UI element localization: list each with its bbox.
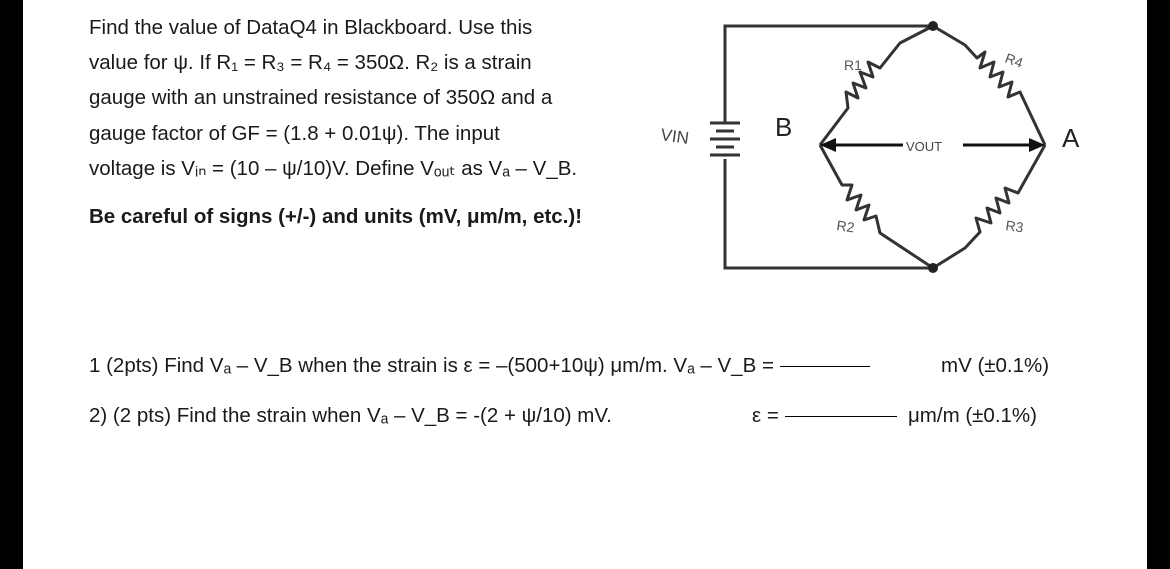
- question-2-text: 2) (2 pts) Find the strain when Vₐ – V_B…: [89, 404, 612, 427]
- problem-line-1: Find the value of DataQ4 in Blackboard. …: [89, 16, 533, 39]
- answer-1-blank[interactable]: [779, 366, 870, 368]
- question-2-unit: μm/m (±0.1%): [908, 404, 1037, 427]
- vin-label: VIN: [659, 125, 690, 148]
- answer-2-blank[interactable]: [784, 416, 897, 418]
- epsilon-label: ε =: [752, 404, 785, 427]
- node-a-label: A: [1062, 123, 1080, 153]
- problem-line-3: gauge with an unstrained resistance of 3…: [89, 86, 553, 110]
- resistor-r4: [932, 24, 1047, 146]
- circuit-wires: [723, 24, 933, 270]
- battery-symbol: [710, 121, 740, 157]
- r1-label: R1: [844, 57, 862, 73]
- resistor-r3: [932, 144, 1047, 270]
- arrow-head-right: [1029, 138, 1045, 152]
- problem-line-5: voltage is Vᵢₙ = (10 – ψ/10)V. Define Vₒ…: [89, 156, 578, 180]
- junction-top: [928, 21, 938, 31]
- question-1-text: 1 (2pts) Find Vₐ – V_B when the strain i…: [89, 354, 780, 377]
- problem-line-2: value for ψ. If R₁ = R₃ = R₄ = 350Ω. R₂ …: [89, 51, 532, 75]
- problem-statement: Find the value of DataQ4 in Blackboard. …: [89, 10, 577, 186]
- resistor-r2: [818, 144, 934, 270]
- warning-text: Be careful of signs (+/-) and units (mV,…: [89, 205, 583, 228]
- r3-label: R3: [1005, 217, 1025, 235]
- question-1: 1 (2pts) Find Vₐ – V_B when the strain i…: [89, 354, 870, 378]
- r2-label: R2: [836, 217, 856, 235]
- resistor-r1: [818, 24, 934, 146]
- wheatstone-bridge-diagram: VIN B A VOUT R1 R4 R2 R3: [659, 21, 1080, 273]
- vout-label: VOUT: [906, 139, 942, 154]
- question-2-epsilon: ε =: [752, 404, 897, 428]
- question-1-unit: mV (±0.1%): [941, 354, 1050, 377]
- arrow-head-left: [820, 138, 836, 152]
- document-page: [23, 0, 1147, 569]
- junction-bottom: [928, 263, 938, 273]
- r4-label: R4: [1003, 50, 1025, 71]
- problem-line-4: gauge factor of GF = (1.8 + 0.01ψ). The …: [89, 121, 500, 145]
- node-b-label: B: [775, 112, 792, 142]
